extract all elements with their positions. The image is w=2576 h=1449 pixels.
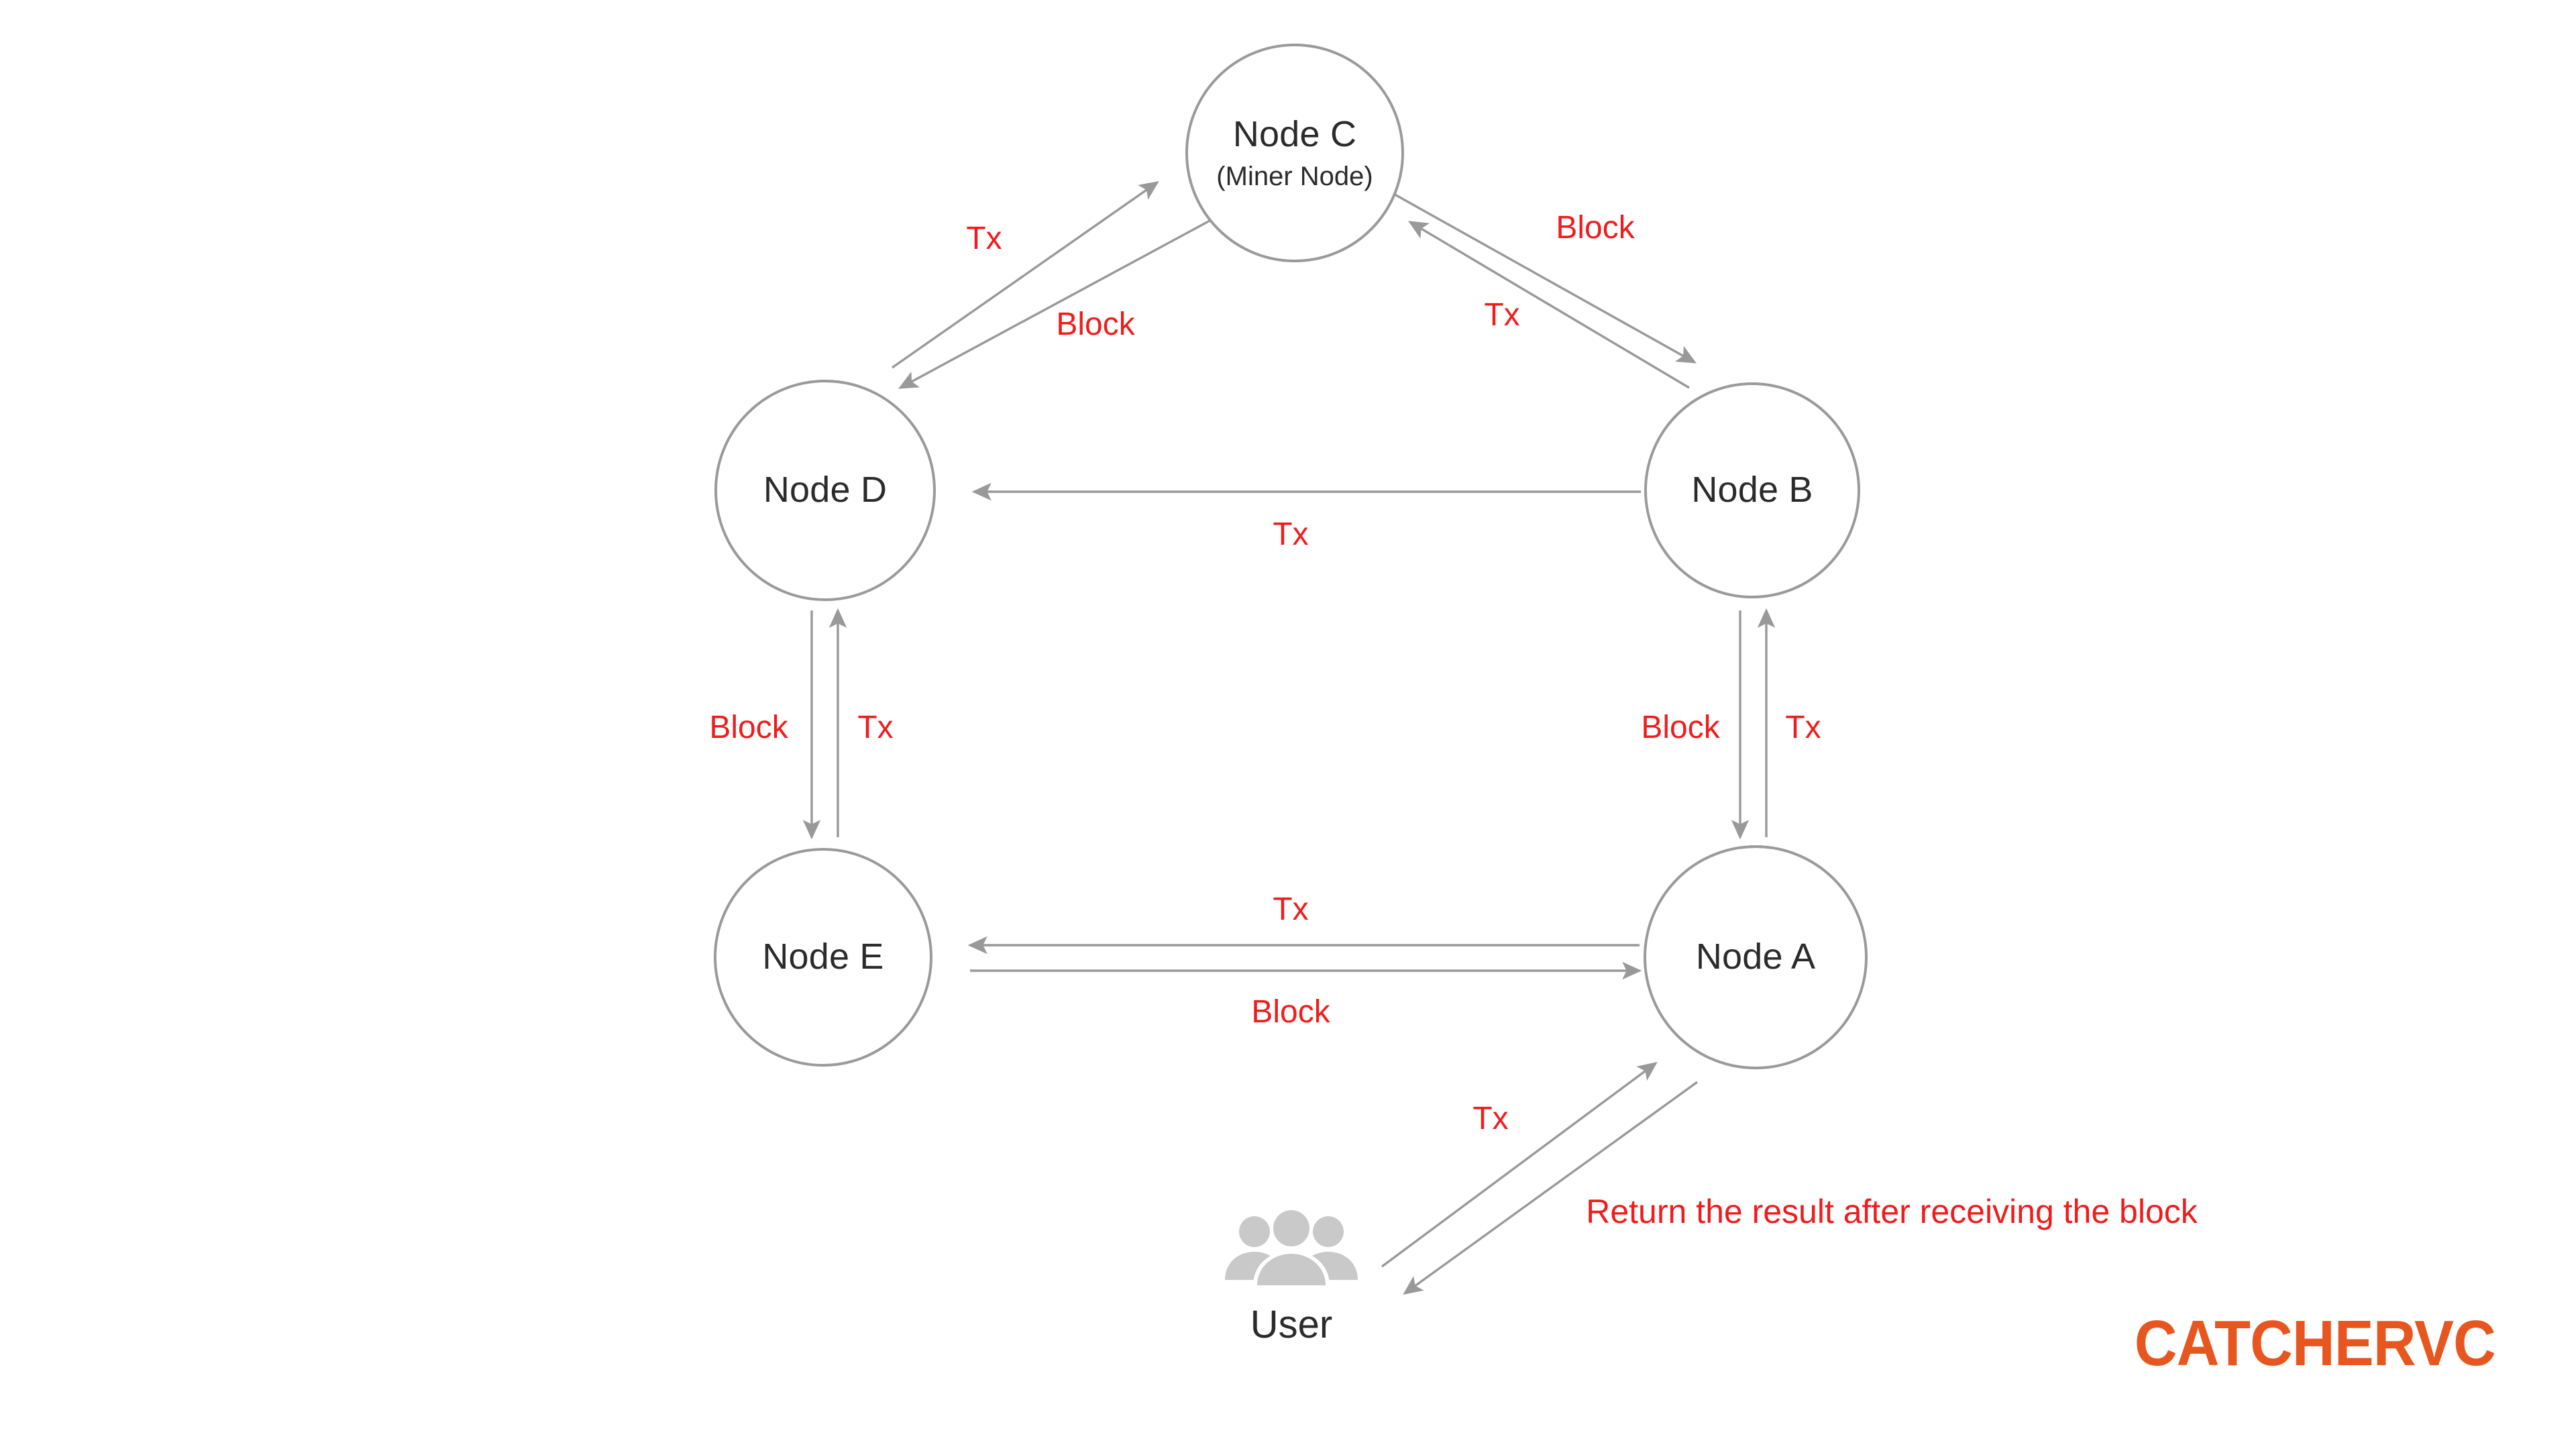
node-b-title: Node B — [1691, 470, 1813, 511]
edge-label-c-b-block: Block — [1556, 210, 1635, 246]
edge-label-a-user-return: Return the result after receiving the bl… — [1586, 1193, 2198, 1230]
edge-label-e-a-block: Block — [1251, 994, 1330, 1030]
edge-label-b-c-tx: Tx — [1484, 297, 1520, 333]
user-actor[interactable]: User — [1214, 1208, 1368, 1344]
node-b[interactable]: Node B — [1644, 382, 1860, 598]
node-e[interactable]: Node E — [714, 848, 932, 1067]
edge-label-b-d-tx: Tx — [1273, 517, 1309, 552]
edge-label-d-e-block: Block — [709, 710, 788, 745]
node-d-title: Node D — [763, 470, 888, 511]
arrow-user-to-a-tx — [1381, 1061, 1658, 1268]
arrow-c-to-d-block — [898, 213, 1222, 389]
edge-label-d-c-tx: Tx — [966, 221, 1002, 256]
catchervc-logo: CATCHERVC — [2134, 1307, 2496, 1379]
edge-label-e-d-tx: Tx — [857, 710, 894, 745]
arrow-a-to-user-return — [1403, 1081, 1698, 1295]
edge-label-user-a-tx: Tx — [1472, 1101, 1509, 1136]
edge-label-b-a-block: Block — [1641, 710, 1720, 745]
arrow-d-to-c-tx — [892, 181, 1159, 369]
arrow-b-to-c-tx — [1408, 221, 1690, 389]
users-group-icon — [1225, 1208, 1358, 1285]
node-a-title: Node A — [1695, 936, 1816, 977]
edge-label-a-b-tx: Tx — [1785, 710, 1821, 745]
edge-label-c-d-block: Block — [1056, 307, 1135, 342]
node-c-subtitle: (Miner Node) — [1216, 161, 1373, 191]
user-label: User — [1250, 1303, 1333, 1346]
node-d[interactable]: Node D — [714, 380, 936, 601]
node-a[interactable]: Node A — [1644, 845, 1868, 1069]
node-c-title: Node C — [1232, 114, 1357, 155]
edge-label-a-e-tx: Tx — [1273, 892, 1309, 927]
node-c[interactable]: Node C (Miner Node) — [1185, 44, 1404, 262]
node-e-title: Node E — [762, 936, 884, 977]
arrow-c-to-b-block — [1391, 191, 1697, 364]
